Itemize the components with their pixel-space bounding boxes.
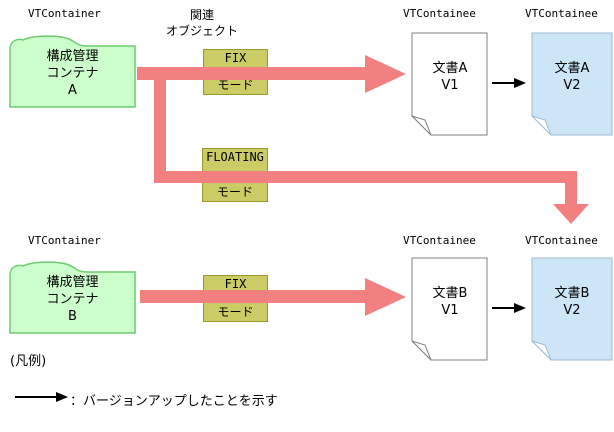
document-b-v2-shape bbox=[531, 257, 613, 361]
folder-shape-b bbox=[9, 261, 136, 334]
fix-mode-bottom-line1: FIX bbox=[224, 277, 247, 291]
floating-mode-line1: FLOATING bbox=[206, 150, 264, 164]
doc-b-v1-line1: 文書B bbox=[432, 286, 468, 301]
version-up-arrow-head-top bbox=[514, 78, 526, 88]
related-object-label-line1: 関連 bbox=[189, 8, 214, 22]
vtcontainee2-label-top: VTContainee bbox=[525, 7, 598, 20]
document-b-v2-label: 文書B V2 bbox=[533, 285, 611, 319]
folder-a-label: 構成管理 コンテナ A bbox=[9, 48, 136, 99]
floating-arrow-stem bbox=[565, 183, 577, 205]
fix-arrow-band-top bbox=[137, 67, 365, 80]
legend-arrow-line bbox=[15, 396, 58, 398]
document-a-v2-label: 文書A V2 bbox=[533, 60, 611, 94]
document-b-v1-shape bbox=[411, 257, 488, 361]
version-up-arrow-line-bottom bbox=[492, 307, 516, 309]
folder-b-line3: B bbox=[68, 309, 77, 324]
version-up-arrow-line-top bbox=[492, 82, 516, 84]
folder-b-line1: 構成管理 bbox=[46, 275, 99, 290]
fix-mode-top-line1: FIX bbox=[224, 51, 247, 65]
doc-a-v1-line2: V1 bbox=[441, 78, 459, 93]
fix-arrow-band-bottom bbox=[140, 290, 365, 303]
fix-mode-bottom-line2: モード bbox=[217, 305, 254, 319]
floating-arrow-band bbox=[154, 171, 577, 183]
floating-arrow-head bbox=[553, 204, 589, 224]
related-object-label-line2: オブジェクト bbox=[165, 24, 238, 38]
doc-b-v2-line2: V2 bbox=[563, 303, 581, 318]
doc-b-v2-line1: 文書B bbox=[554, 286, 590, 301]
vtcontainer-label-top: VTContainer bbox=[28, 7, 101, 20]
folder-b-label: 構成管理 コンテナ B bbox=[9, 274, 136, 325]
doc-a-v2-line2: V2 bbox=[563, 78, 581, 93]
document-b-v1-label: 文書B V1 bbox=[411, 285, 489, 319]
folder-shape-a bbox=[9, 35, 136, 108]
folder-b-line2: コンテナ bbox=[46, 292, 99, 307]
floating-arrow-branch bbox=[154, 67, 166, 183]
fix-arrow-head-bottom bbox=[365, 278, 406, 316]
vtcontainee2-label-bottom: VTContainee bbox=[525, 234, 598, 247]
folder-a-line1: 構成管理 bbox=[46, 49, 99, 64]
folder-a-line3: A bbox=[68, 83, 77, 98]
vtcontainee1-label-top: VTContainee bbox=[403, 7, 476, 20]
vtcontainer-label-bottom: VTContainer bbox=[28, 234, 101, 247]
legend-title: (凡例) bbox=[10, 354, 47, 369]
legend-arrow-label: ：バージョンアップしたことを示す bbox=[70, 394, 278, 409]
legend-arrow-head bbox=[56, 392, 68, 402]
doc-a-v2-line1: 文書A bbox=[554, 61, 590, 76]
document-a-v1-label: 文書A V1 bbox=[411, 60, 489, 94]
document-a-v1-shape bbox=[411, 32, 488, 136]
folder-a-line2: コンテナ bbox=[46, 66, 99, 81]
doc-b-v1-line2: V1 bbox=[441, 303, 459, 318]
fix-mode-top-line2: モード bbox=[217, 78, 254, 92]
related-object-label: 関連 オブジェクト bbox=[162, 7, 242, 39]
document-a-v2-shape bbox=[531, 32, 613, 136]
fix-arrow-head-top bbox=[365, 55, 406, 93]
floating-mode-line2: モード bbox=[216, 185, 253, 199]
doc-a-v1-line1: 文書A bbox=[432, 61, 468, 76]
version-up-arrow-head-bottom bbox=[514, 303, 526, 313]
vtcontainee1-label-bottom: VTContainee bbox=[403, 234, 476, 247]
